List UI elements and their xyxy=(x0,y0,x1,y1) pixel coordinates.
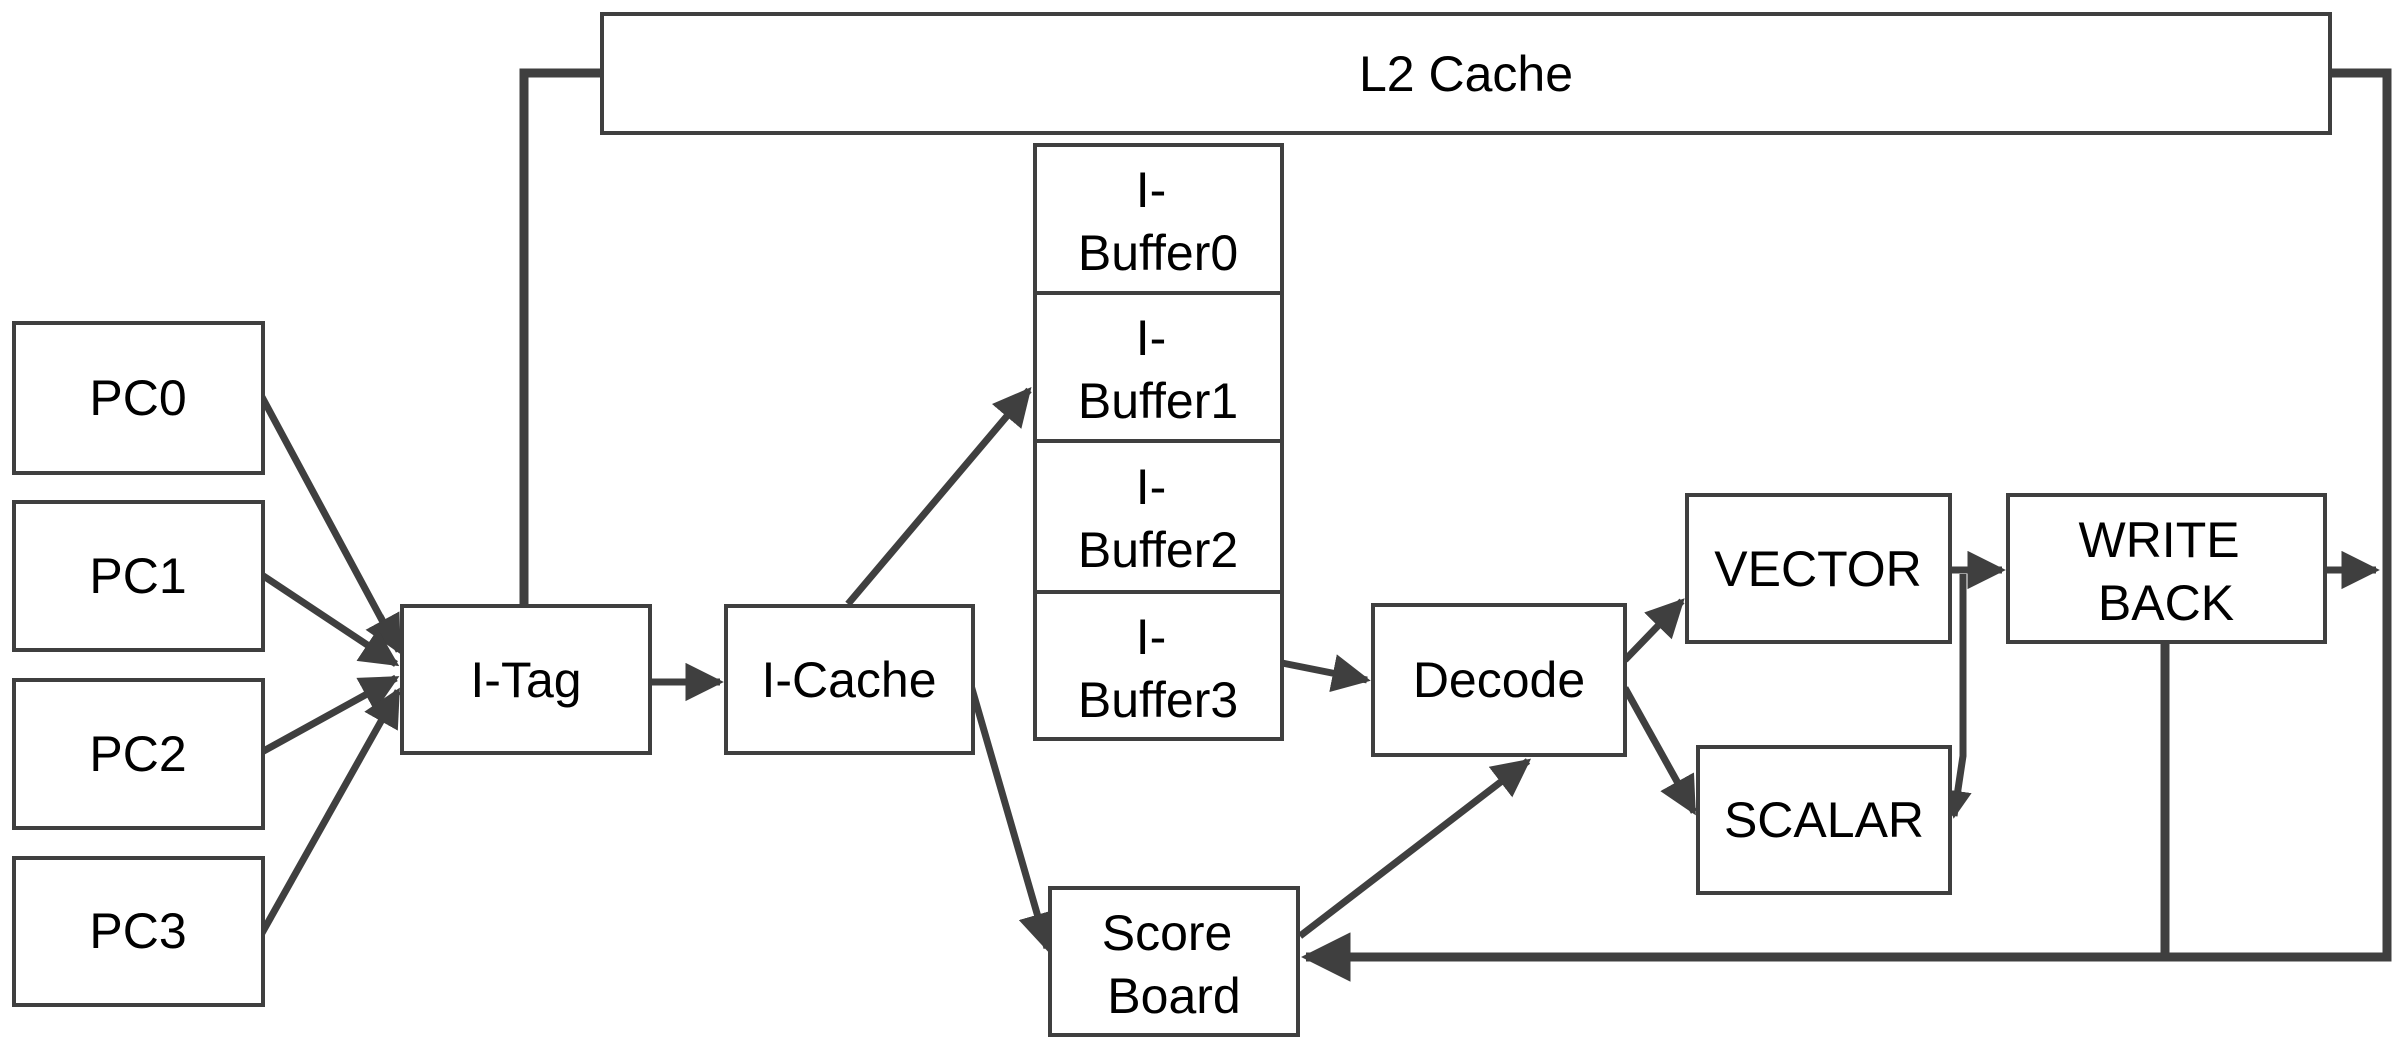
node-writeback-box xyxy=(2006,493,2327,644)
node-ibuffer3-label: I- Buffer3 xyxy=(1078,609,1238,728)
node-ibuffer2-box xyxy=(1033,439,1284,594)
node-itag-box xyxy=(400,604,652,755)
edge-pc0-itag-head xyxy=(365,611,403,655)
edge-scalar-writeback-junction xyxy=(1943,574,1972,819)
node-l2cache-label: L2 Cache xyxy=(1359,46,1573,102)
connector-l2cache-right-drop xyxy=(1301,68,2392,982)
edge-pc2-itag xyxy=(258,674,400,757)
node-pc3-label: PC3 xyxy=(89,903,186,959)
node-l2cache-box xyxy=(600,12,2332,135)
node-pc3-box xyxy=(12,856,265,1007)
node-decode-box xyxy=(1371,603,1627,757)
node-scalar-box xyxy=(1696,745,1952,895)
node-ibuffer1-box xyxy=(1033,291,1284,443)
edge-scoreboard-decode xyxy=(1297,758,1532,939)
node-ibuffer3-box xyxy=(1033,590,1284,741)
node-pc2-box xyxy=(12,678,265,830)
node-pc0-box xyxy=(12,321,265,475)
node-scoreboard-box xyxy=(1048,886,1300,1037)
node-pc1-label: PC1 xyxy=(89,548,186,604)
node-ibuffer1-label: I- Buffer1 xyxy=(1078,310,1238,429)
node-vector-label: VECTOR xyxy=(1714,541,1921,597)
node-itag-label: I-Tag xyxy=(470,652,581,708)
node-scoreboard-label: Score Board xyxy=(1102,905,1247,1024)
node-pc0-label: PC0 xyxy=(89,370,186,426)
node-ibuffer2-label: I- Buffer2 xyxy=(1078,459,1238,578)
edge-pc0-itag xyxy=(258,395,401,650)
node-ibuffer0-box xyxy=(1033,143,1284,295)
edge-icache-scoreboard xyxy=(966,681,1056,952)
connector-itag-l2cache xyxy=(519,68,602,604)
node-decode-label: Decode xyxy=(1413,652,1585,708)
node-pc2-label: PC2 xyxy=(89,726,186,782)
node-vector-box xyxy=(1685,493,1952,644)
node-icache-label: I-Cache xyxy=(761,652,936,708)
edge-pc1-itag xyxy=(260,572,400,667)
node-scalar-label: SCALAR xyxy=(1724,792,1924,848)
node-ibuffer0-label: I- Buffer0 xyxy=(1078,162,1238,281)
edge-pc3-itag xyxy=(258,687,402,935)
node-icache-box xyxy=(724,604,975,755)
edge-decode-vector xyxy=(1622,598,1685,663)
node-pc1-box xyxy=(12,500,265,652)
edge-ibuffer3-decode xyxy=(1281,654,1371,693)
edge-icache-ibuffer1 xyxy=(845,387,1032,607)
edge-decode-scalar xyxy=(1621,686,1698,816)
node-writeback-label: WRITE BACK xyxy=(2079,512,2254,631)
